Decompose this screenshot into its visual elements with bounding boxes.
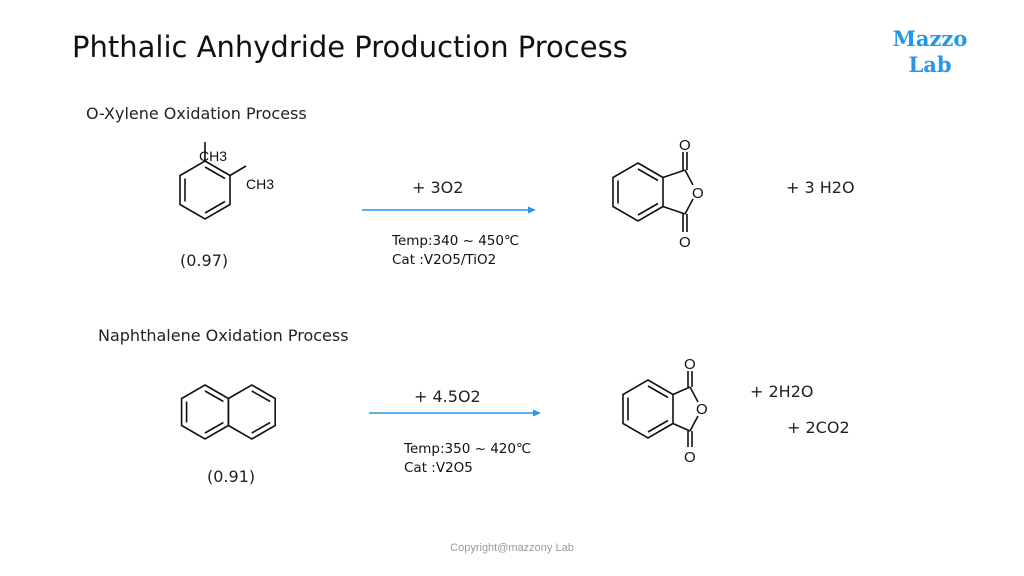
- process1-yield: (0.97): [180, 251, 229, 270]
- process1-reagent: + 3O2: [412, 178, 464, 197]
- logo-line-2: Lab: [908, 52, 952, 77]
- process1-title: O-Xylene Oxidation Process: [86, 104, 307, 123]
- process2-conditions: Temp:350 ~ 420℃ Cat :V2O5: [404, 440, 531, 478]
- copyright-text: Copyright@mazzony Lab: [450, 542, 574, 554]
- phthalic-anhydride-structure-1: O O O: [612, 137, 704, 251]
- process2-catalyst: Cat :V2O5: [404, 460, 473, 476]
- process1-conditions: Temp:340 ~ 450℃ Cat :V2O5/TiO2: [392, 232, 519, 270]
- process2-byproduct-co2: + 2CO2: [787, 418, 850, 437]
- ring-oxygen: O: [696, 401, 708, 418]
- carbonyl-oxygen-top: O: [679, 137, 691, 154]
- logo: Mazzo Lab: [884, 26, 976, 78]
- methyl-label-1: CH3: [199, 148, 227, 164]
- process2-yield: (0.91): [207, 467, 256, 486]
- process2-reaction-arrow: [369, 409, 541, 417]
- phthalic-anhydride-structure-2: O O O: [622, 356, 708, 466]
- process1-catalyst: Cat :V2O5/TiO2: [392, 252, 497, 268]
- carbonyl-oxygen-bottom: O: [679, 234, 691, 251]
- methyl-bond-2: [229, 165, 247, 177]
- process2-reagent: + 4.5O2: [414, 387, 481, 406]
- process1-temp: Temp:340 ~ 450℃: [392, 233, 520, 249]
- page-title: Phthalic Anhydride Production Process: [72, 30, 628, 64]
- naphthalene-structure: [180, 384, 276, 440]
- carbonyl-oxygen-top: O: [684, 356, 696, 373]
- process1-reaction-arrow: [362, 206, 536, 214]
- process2-byproduct-water: + 2H2O: [750, 382, 814, 401]
- carbonyl-oxygen-bottom: O: [684, 449, 696, 466]
- logo-line-1: Mazzo: [892, 26, 968, 51]
- o-xylene-structure: CH3 CH3: [179, 142, 274, 220]
- process2-temp: Temp:350 ~ 420℃: [404, 441, 532, 457]
- methyl-label-2: CH3: [246, 176, 274, 192]
- ring-oxygen: O: [692, 185, 704, 202]
- process2-title: Naphthalene Oxidation Process: [98, 326, 349, 345]
- process1-byproduct: + 3 H2O: [786, 178, 855, 197]
